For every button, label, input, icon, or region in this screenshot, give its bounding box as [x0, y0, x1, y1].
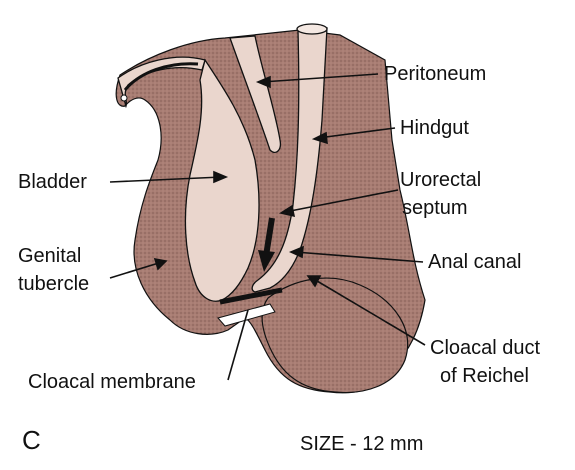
label-genital-line1: Genital — [18, 245, 82, 267]
hindgut-opening — [296, 23, 328, 35]
label-urorectal-line1: Urorectal — [400, 169, 482, 191]
urorectal-arrowhead — [258, 250, 275, 272]
anal-canal-leader — [294, 251, 424, 263]
cloacal-membrane-leader — [227, 309, 249, 381]
urorectal-leader — [284, 189, 399, 213]
cloacal-duct-arrowhead — [306, 275, 322, 288]
hindgut-leader — [317, 127, 396, 139]
label-peritoneum: Peritoneum — [384, 63, 487, 85]
label-bladder: Bladder — [18, 171, 87, 193]
peritoneum-arrowhead — [255, 75, 271, 89]
size-caption: SIZE - 12 mm — [300, 433, 424, 455]
genital-arrowhead — [153, 257, 168, 271]
genital-leader — [109, 261, 163, 279]
allantois-opening — [120, 94, 128, 102]
label-cloacal-membrane: Cloacal membrane — [28, 371, 196, 393]
allantois-lumen-line — [123, 62, 199, 91]
peritoneum-leader — [261, 73, 379, 83]
hindgut-arrowhead — [311, 131, 328, 145]
anal-canal-arrowhead — [288, 245, 304, 259]
label-cloacal-duct-line1: Cloacal duct — [430, 337, 541, 359]
cloacal-membrane-bar — [219, 287, 283, 305]
label-genital-line2: tubercle — [18, 273, 90, 295]
label-cloacal-duct-line2: of Reichel — [440, 365, 529, 387]
bladder-leader — [109, 176, 223, 183]
peritoneum-cleft — [229, 35, 282, 154]
label-urorectal-line2: septum — [402, 197, 468, 219]
panel-letter: C — [22, 425, 41, 455]
label-anal-canal: Anal canal — [428, 251, 522, 273]
label-hindgut: Hindgut — [400, 117, 469, 139]
urorectal-septum-arrow — [263, 217, 275, 257]
perineum-lobe — [261, 277, 409, 394]
hindgut-tube — [251, 27, 328, 293]
bladder-arrowhead — [213, 170, 229, 184]
urorectal-leader-arrowhead — [278, 204, 296, 218]
cloacal-duct-leader — [311, 277, 426, 346]
